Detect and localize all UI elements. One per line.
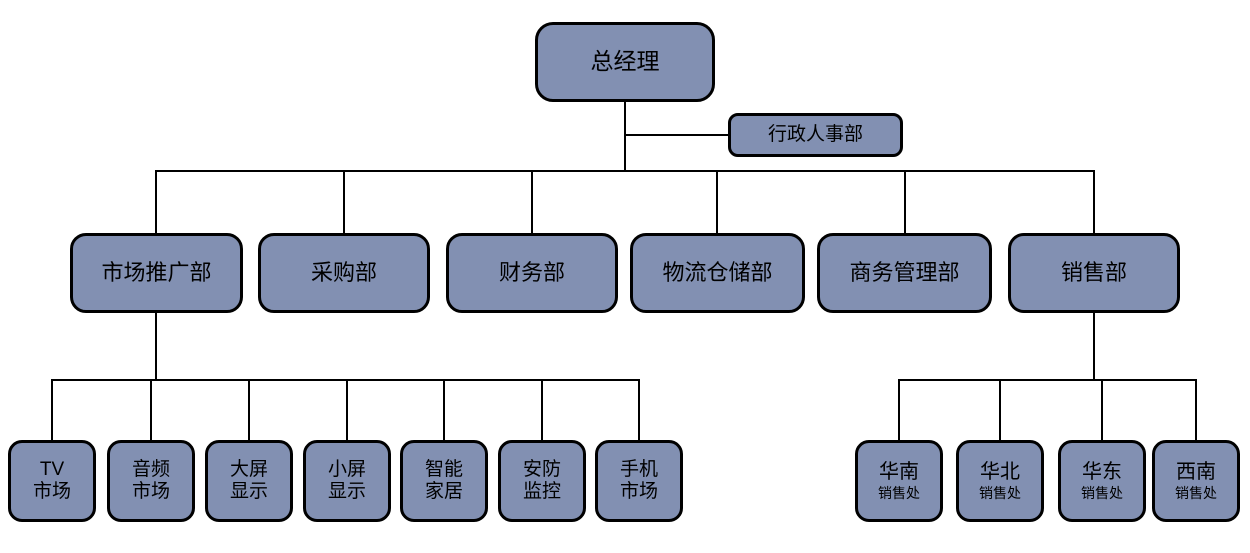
connector-drop-north-china [999, 379, 1001, 442]
node-label-line1: 音频 [131, 458, 170, 480]
node-sales-dept: 销售部 [1008, 233, 1180, 313]
node-label-line1: TV [39, 458, 65, 480]
node-label-line2: 显示 [229, 481, 268, 502]
node-label-line2: 市场 [619, 481, 658, 502]
node-label-line2: 监控 [522, 481, 561, 502]
node-label: 销售部 [1060, 260, 1127, 286]
node-southwest-sales: 西南 销售处 [1152, 440, 1240, 522]
node-security-monitoring: 安防 监控 [498, 440, 586, 522]
node-label-line2: 市场 [32, 481, 71, 502]
connector-drop-marketing [155, 170, 157, 235]
node-label-line1: 智能 [424, 458, 463, 480]
connector-marketing-trunk [155, 311, 157, 381]
node-smart-home: 智能 家居 [400, 440, 488, 522]
connector-drop-logistics [716, 170, 718, 235]
node-label-line2: 家居 [424, 481, 463, 502]
connector-sales-bus [898, 379, 1197, 381]
connector-drop-southwest [1195, 379, 1197, 442]
node-label: 采购部 [310, 260, 377, 286]
connector-drop-smart-home [443, 379, 445, 442]
connector-marketing-bus [51, 379, 640, 381]
connector-drop-small-screen [346, 379, 348, 442]
node-business-mgmt-dept: 商务管理部 [817, 233, 992, 313]
node-south-china-sales: 华南 销售处 [855, 440, 943, 522]
node-finance-dept: 财务部 [446, 233, 618, 313]
node-marketing-dept: 市场推广部 [70, 233, 243, 313]
connector-staff-branch [624, 134, 730, 136]
node-label: 总经理 [590, 48, 660, 75]
node-label-line1: 手机 [619, 458, 658, 480]
connector-drop-large-screen [248, 379, 250, 442]
connector-drop-east-china [1101, 379, 1103, 442]
connector-drop-mobile-market [638, 379, 640, 442]
node-admin-hr: 行政人事部 [728, 113, 903, 157]
node-label-line1: 大屏 [229, 458, 268, 480]
node-label-line2: 销售处 [979, 484, 1021, 501]
node-label-line1: 小屏 [327, 458, 366, 480]
node-general-manager: 总经理 [535, 22, 715, 102]
connector-drop-security [541, 379, 543, 442]
node-label-line1: 西南 [1176, 460, 1216, 483]
node-north-china-sales: 华北 销售处 [956, 440, 1044, 522]
node-purchasing-dept: 采购部 [258, 233, 430, 313]
connector-drop-finance [531, 170, 533, 235]
node-small-screen-display: 小屏 显示 [303, 440, 391, 522]
connector-drop-tv-market [51, 379, 53, 442]
node-label-line2: 销售处 [1175, 484, 1217, 501]
connector-drop-audio-market [150, 379, 152, 442]
node-label-line2: 显示 [327, 481, 366, 502]
node-tv-market: TV 市场 [8, 440, 96, 522]
node-label: 物流仓储部 [662, 260, 773, 286]
node-label-line1: 安防 [522, 458, 561, 480]
node-label: 行政人事部 [767, 123, 863, 145]
connector-drop-south-china [898, 379, 900, 442]
node-label-line1: 华东 [1082, 460, 1122, 483]
node-large-screen-display: 大屏 显示 [205, 440, 293, 522]
node-logistics-dept: 物流仓储部 [630, 233, 805, 313]
connector-drop-sales [1093, 170, 1095, 235]
connector-drop-purchasing [343, 170, 345, 235]
node-mobile-market: 手机 市场 [595, 440, 683, 522]
connector-drop-business-mgmt [904, 170, 906, 235]
node-label: 市场推广部 [101, 260, 212, 286]
node-label: 财务部 [498, 260, 565, 286]
connector-dept-bus [155, 170, 1095, 172]
node-audio-market: 音频 市场 [107, 440, 195, 522]
node-east-china-sales: 华东 销售处 [1058, 440, 1146, 522]
node-label-line2: 市场 [131, 481, 170, 502]
node-label-line1: 华北 [980, 460, 1020, 483]
node-label: 商务管理部 [849, 260, 960, 286]
node-label-line1: 华南 [879, 460, 919, 483]
connector-sales-trunk [1093, 311, 1095, 381]
node-label-line2: 销售处 [1081, 484, 1123, 501]
node-label-line2: 销售处 [878, 484, 920, 501]
connector-root-trunk [624, 100, 626, 172]
